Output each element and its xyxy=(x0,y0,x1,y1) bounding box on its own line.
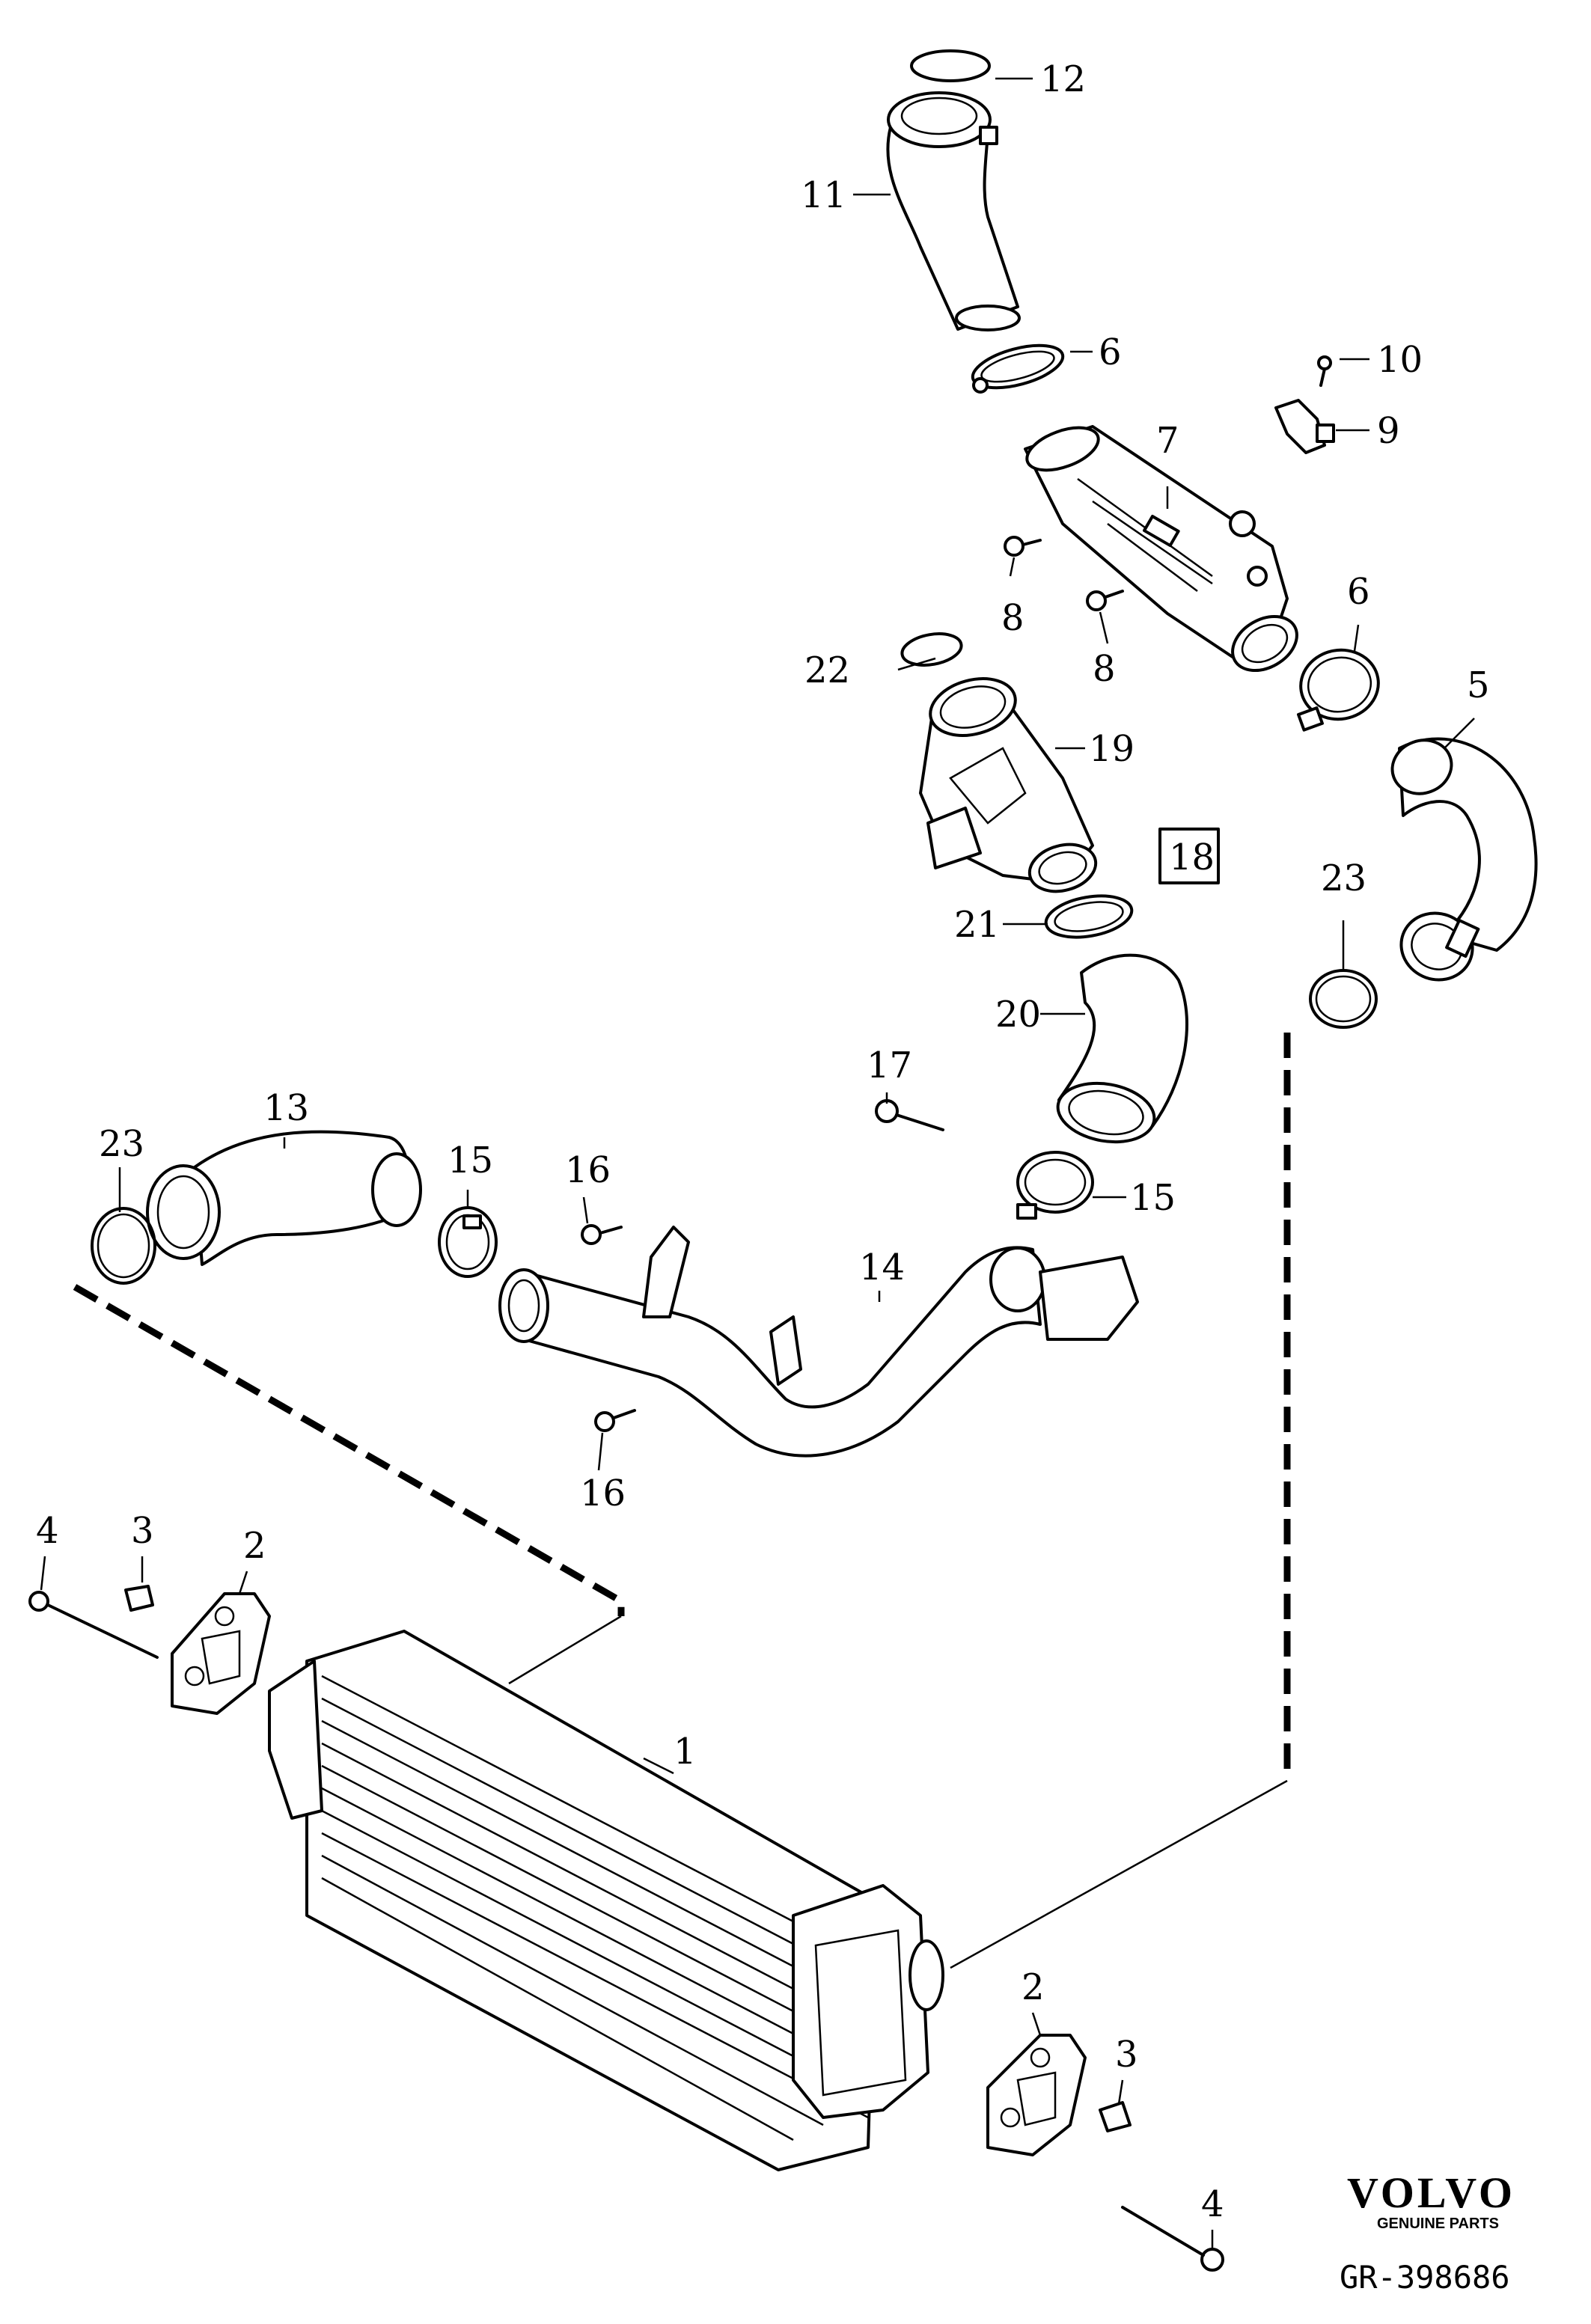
callout-23-left: 23 xyxy=(99,1123,144,1165)
bolt-16-lower xyxy=(594,1409,636,1432)
callout-19: 19 xyxy=(1089,728,1135,770)
o-ring-23-right xyxy=(1309,969,1378,1029)
bolt-16-upper xyxy=(581,1224,623,1245)
dashed-connection-left xyxy=(73,1284,625,1616)
callout-21: 21 xyxy=(954,904,1000,946)
callout-22: 22 xyxy=(804,649,850,691)
bolt-8-right xyxy=(1086,590,1124,611)
callout-11: 11 xyxy=(801,174,846,216)
hose-11 xyxy=(886,91,1021,331)
callout-7: 7 xyxy=(1156,420,1179,462)
long-bolt-4-lower xyxy=(1121,2206,1224,2272)
o-ring-12 xyxy=(910,49,991,82)
brand-block: VOLVO GENUINE PARTS GR-398686 xyxy=(1340,2168,1515,2296)
leader-right-to-intercooler xyxy=(950,1779,1288,1969)
brand-logo: VOLVO xyxy=(1347,2168,1515,2217)
callout-18: 18 xyxy=(1169,837,1215,878)
callout-1: 1 xyxy=(674,1731,697,1773)
diagram-reference: GR-398686 xyxy=(1340,2259,1510,2296)
clamp-6-lower xyxy=(1296,648,1380,732)
callout-labels: 12 11 6 10 9 7 8 8 6 5 22 19 18 21 23 20… xyxy=(36,58,1490,2225)
leader-left-to-intercooler xyxy=(508,1615,622,1685)
callout-3-lower: 3 xyxy=(1115,2034,1138,2076)
callout-5: 5 xyxy=(1467,664,1490,706)
hose-13 xyxy=(146,1130,422,1266)
hose-5 xyxy=(1390,737,1538,982)
clamp-6-upper xyxy=(971,343,1065,394)
mount-2-upper xyxy=(171,1592,271,1715)
bolt-17 xyxy=(875,1099,944,1131)
pin-3-lower xyxy=(1099,2101,1132,2132)
callout-16-upper: 16 xyxy=(565,1149,611,1191)
callout-15-left: 15 xyxy=(448,1140,493,1181)
screw-10 xyxy=(1317,355,1332,387)
callout-17: 17 xyxy=(867,1045,912,1086)
brand-tagline: GENUINE PARTS xyxy=(1377,2216,1499,2232)
bolt-8-left xyxy=(1004,536,1042,557)
callout-15-right: 15 xyxy=(1130,1177,1176,1219)
pipe-14 xyxy=(498,1226,1139,1458)
callout-8-right: 8 xyxy=(1093,648,1116,690)
callout-23-right: 23 xyxy=(1321,857,1366,899)
callout-20: 20 xyxy=(995,994,1041,1036)
callout-8-left: 8 xyxy=(1001,597,1024,639)
callout-3-upper: 3 xyxy=(131,1510,154,1552)
callout-16-lower: 16 xyxy=(580,1473,626,1514)
callout-2-lower: 2 xyxy=(1022,1966,1045,2008)
o-ring-23-left xyxy=(91,1207,156,1285)
callout-9: 9 xyxy=(1377,410,1400,452)
part-18-box xyxy=(1158,828,1220,884)
pipe-7 xyxy=(1024,425,1298,673)
intercooler-1 xyxy=(268,1630,944,2171)
o-ring-22 xyxy=(900,632,963,667)
clamp-21 xyxy=(1044,894,1134,939)
clamp-15-left xyxy=(438,1206,498,1278)
clamp-15-right xyxy=(1016,1151,1094,1220)
long-bolt-4-upper xyxy=(28,1591,159,1659)
callout-6-lower: 6 xyxy=(1347,571,1370,613)
callout-12: 12 xyxy=(1040,58,1086,100)
throttle-housing-19 xyxy=(919,677,1098,893)
callout-10: 10 xyxy=(1377,339,1423,381)
callout-14: 14 xyxy=(859,1247,905,1288)
pressure-sensor-9 xyxy=(1274,399,1335,454)
callout-4-lower: 4 xyxy=(1201,2183,1224,2225)
callout-13: 13 xyxy=(263,1087,309,1129)
leader-lines xyxy=(40,77,1475,2248)
pin-3-upper xyxy=(124,1585,154,1612)
callout-6-upper: 6 xyxy=(1099,331,1122,373)
callout-2-upper: 2 xyxy=(243,1525,266,1567)
hose-20 xyxy=(1056,953,1188,1144)
callout-4-upper: 4 xyxy=(36,1510,59,1552)
mount-2-lower xyxy=(986,2034,1087,2156)
